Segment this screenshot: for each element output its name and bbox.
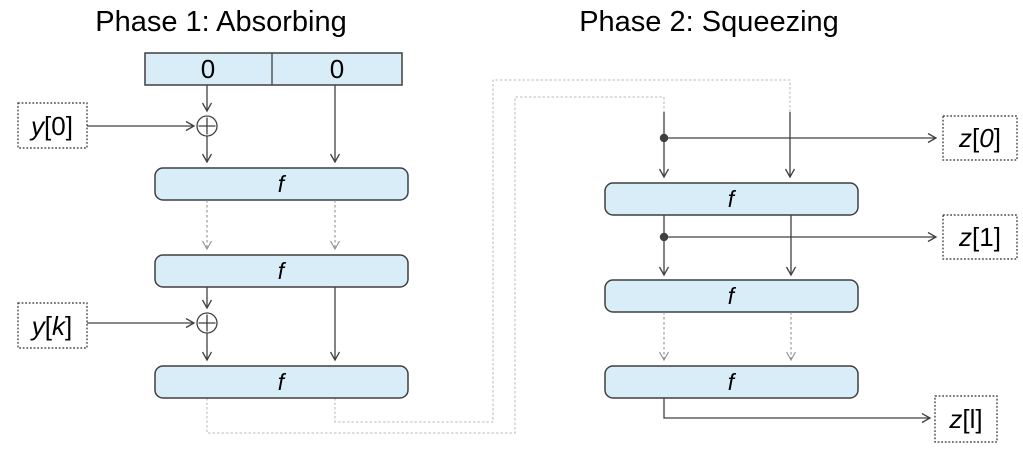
f-box-squeeze-1 <box>604 182 859 216</box>
output-box-zl <box>934 395 998 443</box>
f-box-absorb-3-label: f <box>278 369 287 395</box>
f-box-squeeze-3 <box>604 365 859 399</box>
f-box-squeeze-3-label: f <box>728 369 737 395</box>
input-label-yk: y[k] <box>30 311 72 341</box>
f-box-absorb-1-label: f <box>278 171 287 197</box>
xor-icon <box>196 312 218 334</box>
register-right-value: 0 <box>330 54 344 84</box>
output-label-z1: z[1] <box>958 222 1001 252</box>
output-label-z0: z[0] <box>958 123 1001 153</box>
phase1-title: Phase 1: Absorbing <box>95 6 347 38</box>
f-box-squeeze-1-label: f <box>728 186 737 212</box>
output-label-zl: z[l] <box>948 404 982 434</box>
f-box-squeeze-2 <box>604 279 859 313</box>
input-label-y0: y[0] <box>29 111 73 141</box>
state-register <box>144 52 403 86</box>
f-box-absorb-2-label: f <box>278 258 287 284</box>
f-box-absorb-3 <box>154 365 409 399</box>
wire-to-zl <box>663 398 930 418</box>
xor-icon <box>196 115 218 137</box>
phase2-title: Phase 2: Squeezing <box>579 6 839 38</box>
feedback-wire-capacity <box>334 79 791 423</box>
f-box-squeeze-2-label: f <box>728 283 737 309</box>
output-box-z0 <box>942 115 1018 161</box>
output-box-z1 <box>942 214 1018 260</box>
f-box-absorb-1 <box>154 167 409 201</box>
input-box-yk <box>17 302 88 349</box>
register-left-value: 0 <box>201 54 215 84</box>
feedback-wire-rate <box>206 96 665 434</box>
f-box-absorb-2 <box>154 254 409 288</box>
